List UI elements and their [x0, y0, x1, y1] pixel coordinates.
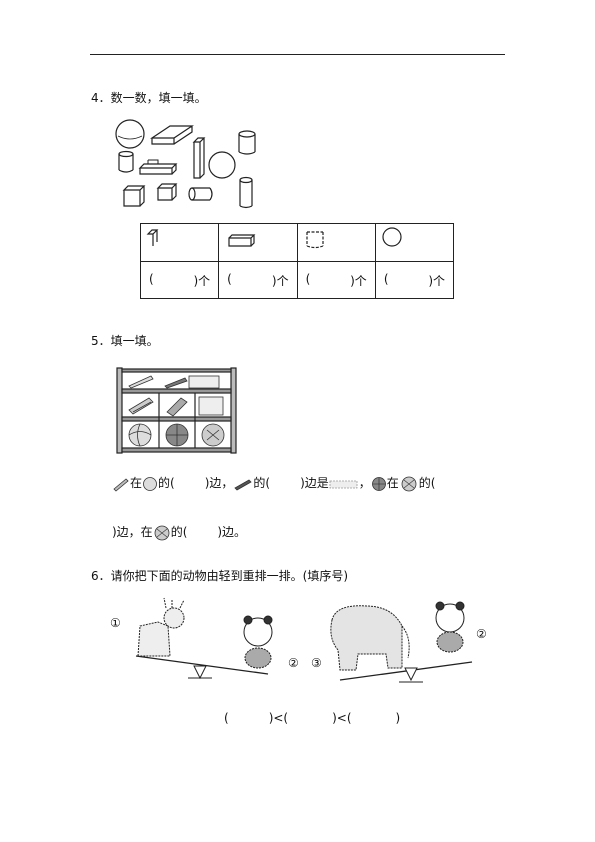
count-table: ()个 ()个 ()个 ()个 — [139, 223, 455, 299]
flat-prism-icon — [228, 234, 256, 247]
elephant-animal — [330, 605, 410, 671]
label-3: ③ — [311, 656, 322, 670]
cylinder-shape — [239, 176, 253, 209]
soccer-ball-icon — [154, 525, 170, 540]
label-1: ① — [110, 616, 121, 630]
label-2-left: ② — [288, 656, 299, 670]
panda-animal — [435, 601, 465, 653]
seesaw-left-illustration — [135, 597, 273, 680]
cylinder-icon — [306, 231, 324, 249]
deer-animal — [137, 597, 185, 657]
basketball-icon — [371, 476, 386, 491]
table-header-cuboid — [139, 223, 220, 262]
seesaw-right-illustration — [330, 601, 473, 683]
question-4-title: 4．数一数，填一填。 — [91, 91, 207, 105]
cuboid-icon — [146, 229, 159, 246]
sphere-shape — [115, 119, 145, 149]
sphere-shape — [208, 151, 236, 179]
question-5-line-1: 在的()边，的()边是，在的( — [112, 474, 435, 492]
tall-prism-shape — [192, 137, 206, 179]
cube-shape — [122, 185, 146, 207]
shelf-bottom-items — [128, 423, 225, 447]
answer-cell-4[interactable]: ()个 — [374, 261, 455, 299]
soccer-ball-icon — [401, 476, 417, 491]
flat-prism-shape — [150, 125, 194, 145]
volleyball-icon — [143, 476, 157, 491]
cylinder-shape — [118, 150, 134, 173]
long-prism-shape — [138, 163, 178, 175]
label-2-right: ② — [476, 627, 487, 641]
pencil-icon — [234, 479, 253, 490]
question-5-title: 5．填一填。 — [91, 334, 159, 348]
panda-animal — [243, 615, 273, 669]
sphere-icon — [382, 227, 402, 247]
pencil-icon — [164, 377, 188, 389]
shelf-top-items — [128, 375, 220, 389]
answer-cell-1[interactable]: ()个 — [139, 261, 220, 299]
shelf-illustration — [116, 367, 237, 454]
pencil-pack-icon — [166, 397, 188, 417]
pen-icon — [128, 375, 154, 389]
header-rule — [90, 54, 505, 55]
answer-cell-3[interactable]: ()个 — [296, 261, 376, 299]
answer-cell-2[interactable]: ()个 — [218, 261, 298, 299]
notebook-icon — [198, 396, 224, 416]
question-6-answer-line: ()<()<() — [224, 711, 401, 725]
table-header-cylinder — [296, 223, 376, 262]
cylinder-shape — [188, 187, 213, 201]
table-header-flat-prism — [218, 223, 298, 262]
question-6-title: 6．请你把下面的动物由轻到重排一排。(填序号) — [91, 569, 348, 583]
eraser-icon — [329, 480, 358, 488]
solids-illustration — [115, 119, 256, 209]
question-5-line-2: )边，在的()边。 — [112, 525, 247, 540]
pen-icon — [113, 477, 129, 492]
volleyball-icon — [128, 423, 152, 447]
shelf-middle-items — [128, 396, 224, 417]
pen-pack-icon — [128, 397, 154, 415]
cylinder-shape — [238, 130, 256, 155]
cube-shape — [156, 183, 178, 201]
eraser-icon — [188, 375, 220, 389]
table-header-sphere — [374, 223, 455, 262]
